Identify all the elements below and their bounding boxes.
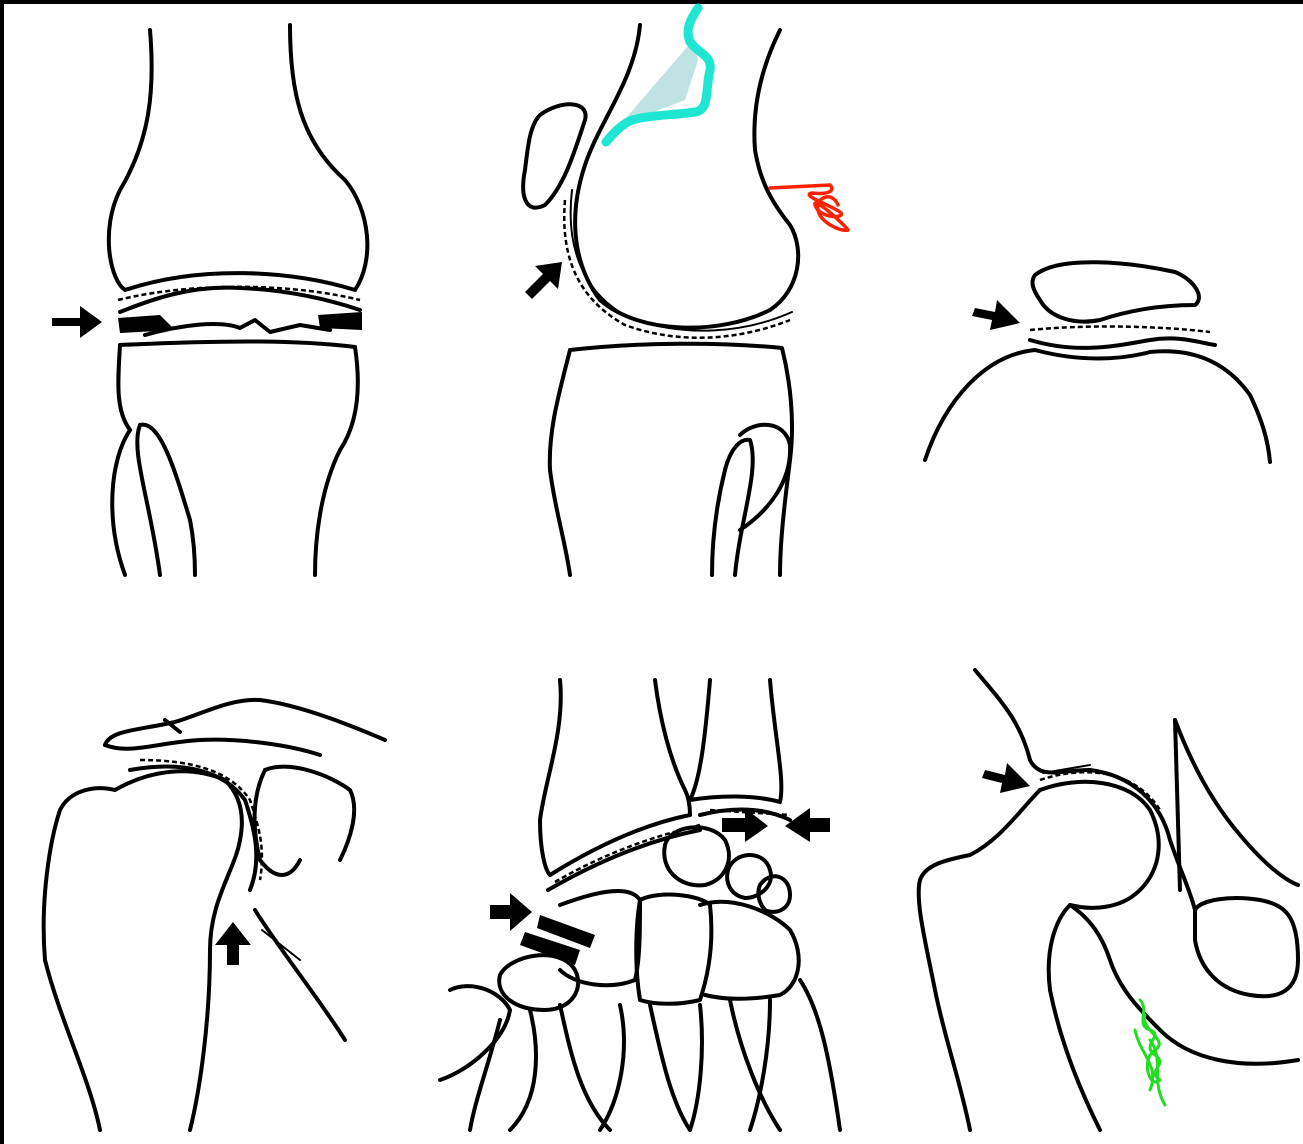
green-scribble-annotation [1135, 1000, 1165, 1105]
shoulder-view [44, 700, 385, 1130]
knee-frontal-view [52, 25, 367, 575]
patellofemoral-view [925, 262, 1270, 462]
cyan-annotation-stroke [606, 8, 710, 142]
hip-view [919, 670, 1298, 1130]
knee-lateral-view [523, 8, 848, 575]
red-scribble-annotation [770, 185, 848, 230]
wrist-view [440, 680, 840, 1130]
